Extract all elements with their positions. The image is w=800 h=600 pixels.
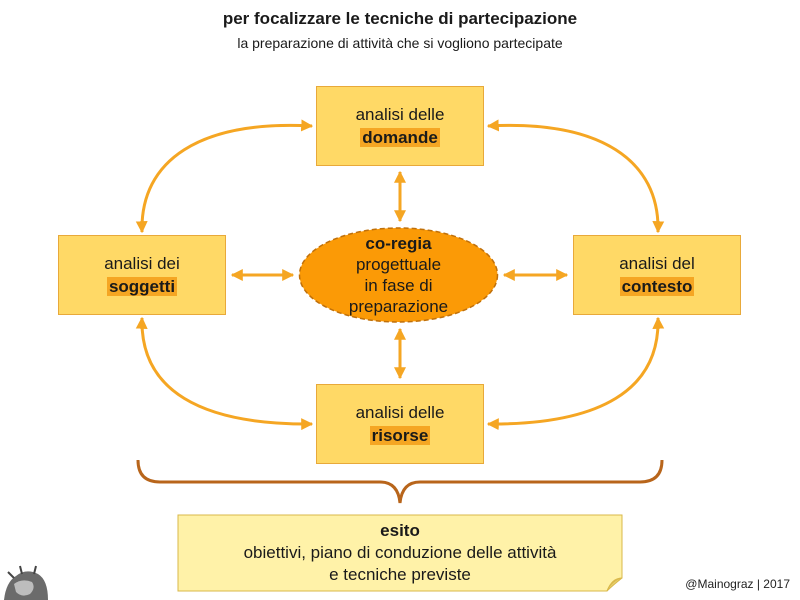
author-avatar bbox=[0, 562, 50, 600]
center-line: in fase di bbox=[364, 276, 433, 295]
box-analisi-contesto: analisi del contesto bbox=[573, 235, 741, 315]
center-ellipse bbox=[298, 227, 499, 323]
arrow-soggetti-risorse bbox=[135, 316, 314, 431]
note-fold bbox=[606, 577, 623, 592]
box-analisi-soggetti: analisi dei soggetti bbox=[58, 235, 226, 315]
diagram-subtitle: la preparazione di attività che si vogli… bbox=[237, 35, 563, 51]
author-credit: @Mainograz | 2017 bbox=[685, 577, 790, 591]
outcome-line: e tecniche previste bbox=[329, 565, 471, 584]
outcome-heading: esito bbox=[380, 521, 420, 540]
arrow-contesto-risorse bbox=[486, 316, 665, 431]
box-keyword: contesto bbox=[619, 277, 695, 296]
box-label: analisi del bbox=[619, 254, 695, 273]
box-label: analisi delle bbox=[355, 105, 445, 124]
box-label: analisi dei bbox=[104, 254, 180, 273]
box-keyword: soggetti bbox=[106, 277, 178, 296]
outcome-text: esito obiettivi, piano di conduzione del… bbox=[178, 515, 622, 591]
arrow-domande-contesto bbox=[486, 119, 665, 234]
box-analisi-domande: analisi delle domande bbox=[316, 86, 484, 166]
box-keyword: domande bbox=[360, 128, 440, 147]
box-keyword: risorse bbox=[369, 426, 431, 445]
curly-brace bbox=[136, 459, 664, 504]
center-text: co-regia progettuale in fase di preparaz… bbox=[299, 227, 498, 323]
outcome-line: obiettivi, piano di conduzione delle att… bbox=[243, 543, 557, 562]
diagram-title: per focalizzare le tecniche di partecipa… bbox=[222, 9, 578, 28]
arrow-domande-soggetti bbox=[135, 119, 314, 234]
center-keyword: co-regia bbox=[365, 234, 432, 253]
box-analisi-risorse: analisi delle risorse bbox=[316, 384, 484, 464]
center-line: progettuale bbox=[355, 255, 442, 274]
center-line: preparazione bbox=[348, 297, 449, 316]
box-label: analisi delle bbox=[355, 403, 445, 422]
